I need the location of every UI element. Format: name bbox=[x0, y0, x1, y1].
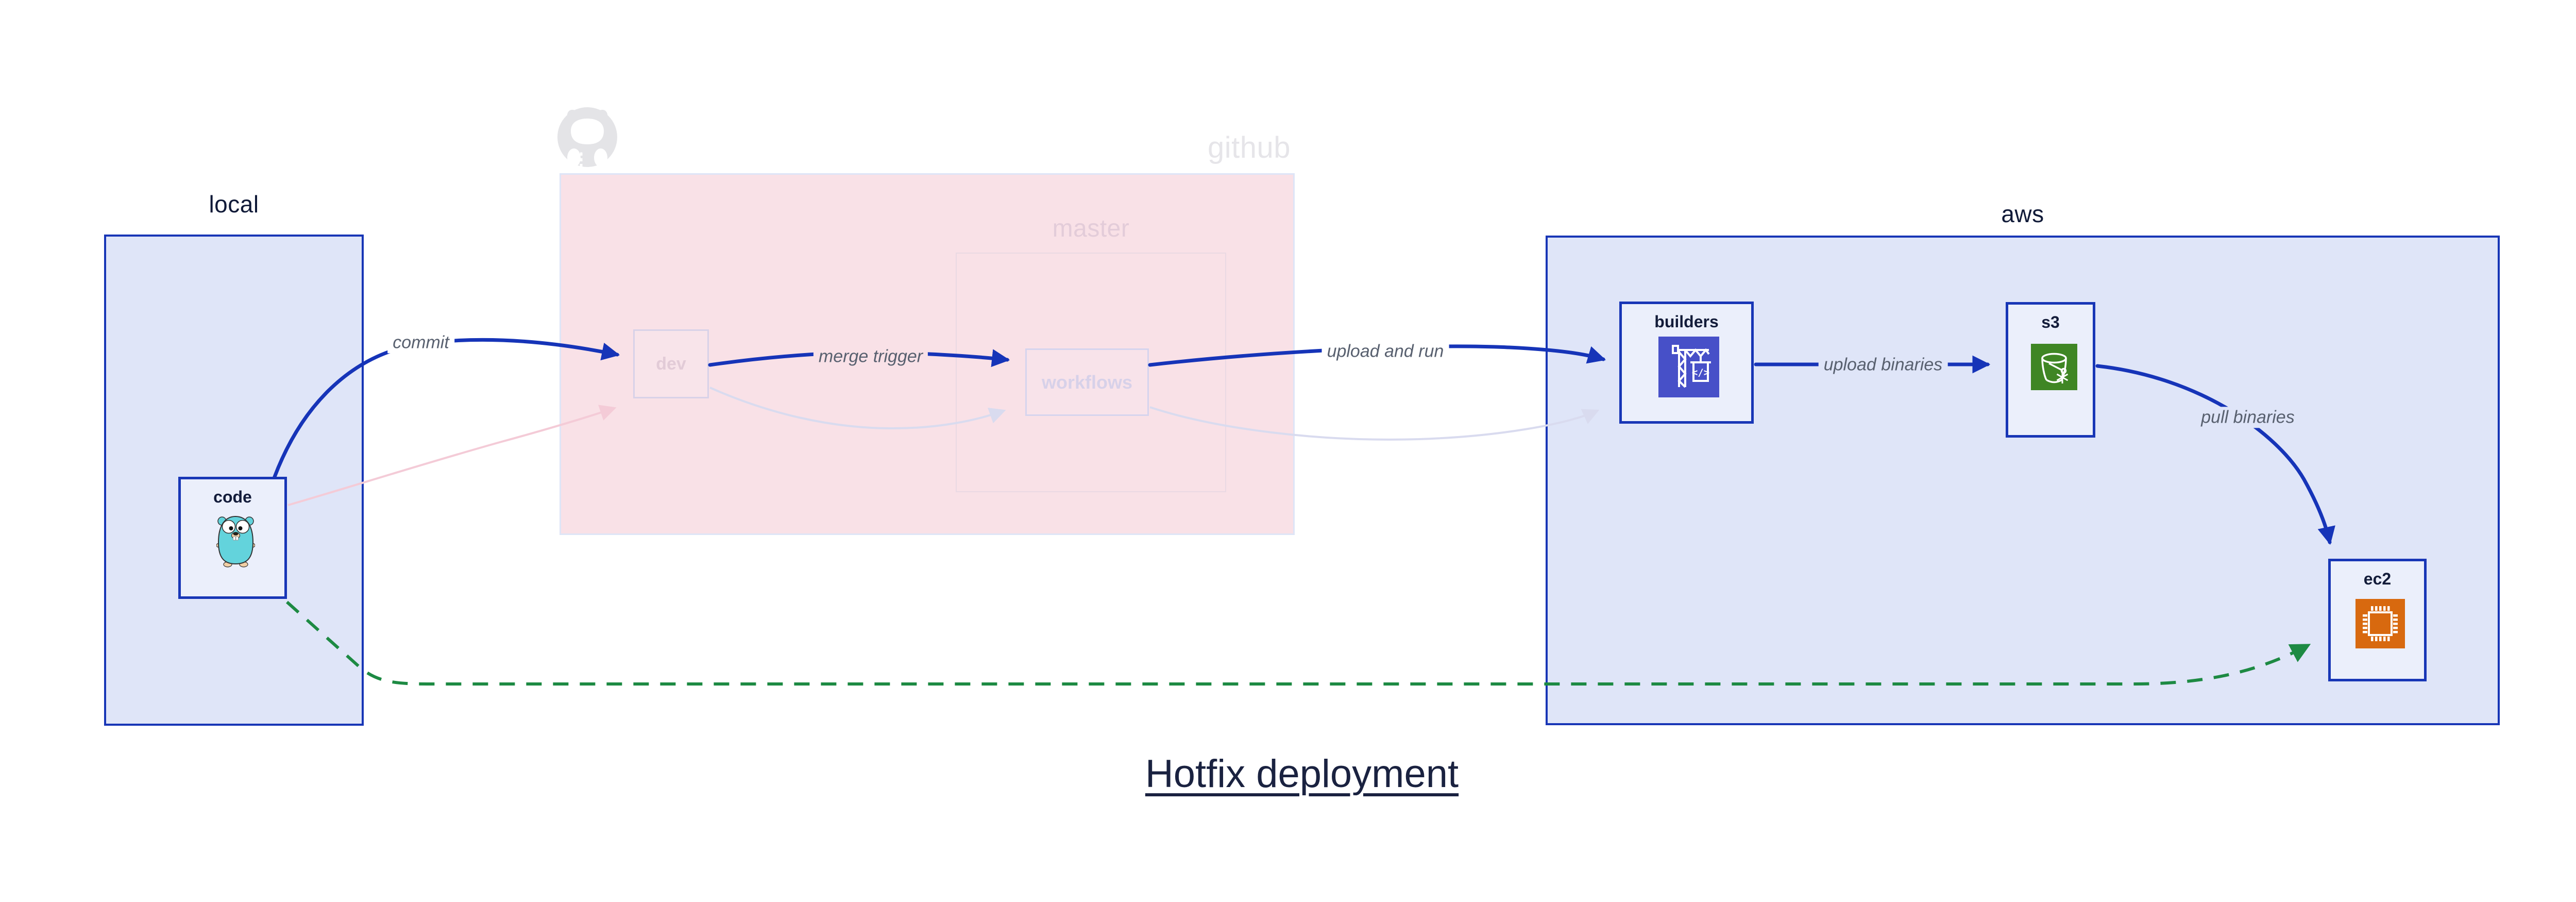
local-region-title: local bbox=[209, 191, 259, 218]
code-label: code bbox=[213, 488, 252, 506]
edge-label-upload-binaries: upload binaries bbox=[1818, 354, 1948, 376]
node-s3: s3 bbox=[2006, 302, 2095, 438]
edge-label-upload-and-run: upload and run bbox=[1321, 341, 1449, 362]
page-title: Hotfix deployment bbox=[1145, 752, 1459, 796]
node-builders: builders </> bbox=[1619, 302, 1754, 424]
codebuild-icon-text: </> bbox=[1692, 367, 1709, 378]
edge-faded-dev-to-workflows bbox=[709, 387, 1006, 430]
go-gopher-icon bbox=[216, 515, 255, 567]
aws-region-title: aws bbox=[2001, 201, 2044, 227]
workflows-label: workflows bbox=[1041, 371, 1133, 393]
node-code: code bbox=[178, 477, 287, 599]
ec2-label: ec2 bbox=[2363, 570, 2392, 588]
codebuild-crane-icon: </> bbox=[1658, 337, 1719, 397]
edge-label-pull-binaries: pull binaries bbox=[2196, 407, 2300, 428]
edge-label-merge-trigger: merge trigger bbox=[813, 346, 928, 368]
edge-faded-code-to-dev bbox=[287, 405, 617, 506]
edge-hotfix-direct bbox=[285, 600, 2311, 686]
node-workflows: workflows bbox=[1025, 348, 1149, 416]
builders-label: builders bbox=[1654, 312, 1719, 331]
github-octocat-icon bbox=[557, 107, 617, 167]
dev-label: dev bbox=[656, 354, 686, 374]
master-region-title: master bbox=[1052, 215, 1130, 242]
edge-faded-workflows-to-builders bbox=[1149, 406, 1600, 441]
edge-commit bbox=[273, 338, 620, 479]
node-ec2: ec2 bbox=[2328, 559, 2427, 681]
github-region-title: github bbox=[1207, 131, 1291, 164]
edge-label-commit: commit bbox=[387, 332, 454, 354]
s3-label: s3 bbox=[2041, 313, 2060, 331]
edge-pull-binaries bbox=[2095, 364, 2335, 545]
ec2-chip-icon bbox=[2355, 599, 2405, 648]
s3-bucket-icon bbox=[2031, 344, 2077, 390]
region-master bbox=[956, 253, 1226, 492]
node-dev: dev bbox=[633, 329, 709, 398]
